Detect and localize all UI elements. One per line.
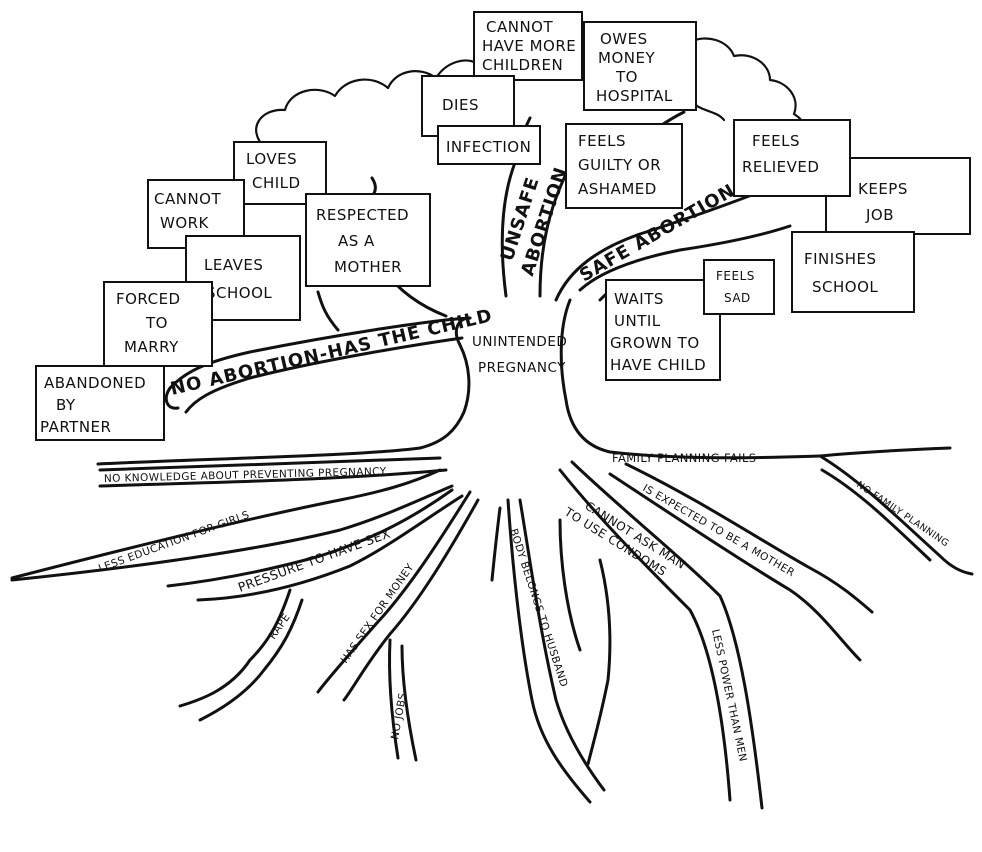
note-text: BY xyxy=(56,396,76,414)
root-less-power-than-men: LESS POWER THAN MEN xyxy=(709,628,749,763)
root-rape: RAPE xyxy=(267,611,293,641)
note-text: ASHAMED xyxy=(578,180,657,198)
trunk-label-group: UNINTENDED PREGNANCY xyxy=(472,334,567,376)
note-text: FEELS xyxy=(716,269,755,283)
note-text: GUILTY OR xyxy=(578,156,661,174)
tree-roots xyxy=(10,446,974,810)
note-text: DIES xyxy=(442,96,479,114)
note-text: WAITS xyxy=(614,290,664,308)
note-text: AS A xyxy=(338,232,375,250)
note-text: SAD xyxy=(724,291,751,305)
note-owes-money: OWES MONEY TO HOSPITAL xyxy=(583,21,697,111)
note-text: TO xyxy=(145,314,168,332)
note-text: CHILDREN xyxy=(482,56,563,74)
root-less-education: LESS EDUCATION FOR GIRLS xyxy=(97,509,251,575)
note-infection: INFECTION xyxy=(437,125,541,165)
note-text: FORCED xyxy=(116,290,181,308)
note-cannot-have-children: CANNOT HAVE MORE CHILDREN xyxy=(473,11,583,81)
note-text: MONEY xyxy=(598,49,655,67)
note-text: WORK xyxy=(160,214,210,232)
note-text: SCHOOL xyxy=(206,284,272,302)
trunk-label-line1: UNINTENDED xyxy=(472,334,567,350)
root-no-family-planning: NO FAMILY PLANNING xyxy=(854,479,950,549)
branch-label-unsafe-abortion: UNSAFE ABORTION xyxy=(497,164,572,278)
note-respected-mother: RESPECTED AS A MOTHER xyxy=(305,193,431,287)
note-text: CANNOT xyxy=(154,190,221,208)
note-text: FEELS xyxy=(752,132,800,150)
trunk-label-line2: PREGNANCY xyxy=(478,360,566,376)
note-text: ABANDONED xyxy=(44,374,146,392)
note-text: MOTHER xyxy=(334,258,402,276)
note-finishes-school: FINISHES SCHOOL xyxy=(791,231,915,313)
note-text: PARTNER xyxy=(40,418,111,436)
note-text: TO xyxy=(615,68,638,86)
note-text: FINISHES xyxy=(804,250,877,268)
note-feels-guilty: FEELS GUILTY OR ASHAMED xyxy=(565,123,683,209)
note-text: LOVES xyxy=(246,150,297,168)
note-text: JOB xyxy=(865,206,894,224)
note-text: CANNOT xyxy=(486,18,553,36)
note-loves-child: LOVES CHILD xyxy=(233,141,327,205)
note-text: MARRY xyxy=(124,338,179,356)
note-feels-sad: FEELS SAD xyxy=(703,259,775,315)
note-text: OWES xyxy=(600,30,648,48)
note-text: RELIEVED xyxy=(742,158,819,176)
note-text: SCHOOL xyxy=(812,278,878,296)
note-text: HAVE CHILD xyxy=(610,356,706,374)
note-text: HAVE MORE xyxy=(482,37,576,55)
note-forced-to-marry: FORCED TO MARRY xyxy=(103,281,213,367)
note-text: UNTIL xyxy=(614,312,661,330)
note-text: KEEPS xyxy=(858,180,908,198)
note-text: HOSPITAL xyxy=(596,87,673,105)
note-text: FEELS xyxy=(578,132,626,150)
root-family-planning-fails: FAMILY PLANNING FAILS xyxy=(612,451,756,465)
note-abandoned-by-partner: ABANDONED BY PARTNER xyxy=(35,365,165,441)
note-text: RESPECTED xyxy=(316,206,409,224)
note-text: GROWN TO xyxy=(610,334,700,352)
note-feels-relieved: FEELS RELIEVED xyxy=(733,119,851,197)
note-text: CHILD xyxy=(252,174,301,192)
note-text: LEAVES xyxy=(204,256,263,274)
note-waits-until-grown: WAITS UNTIL GROWN TO HAVE CHILD xyxy=(605,279,721,381)
note-text: INFECTION xyxy=(446,138,531,156)
